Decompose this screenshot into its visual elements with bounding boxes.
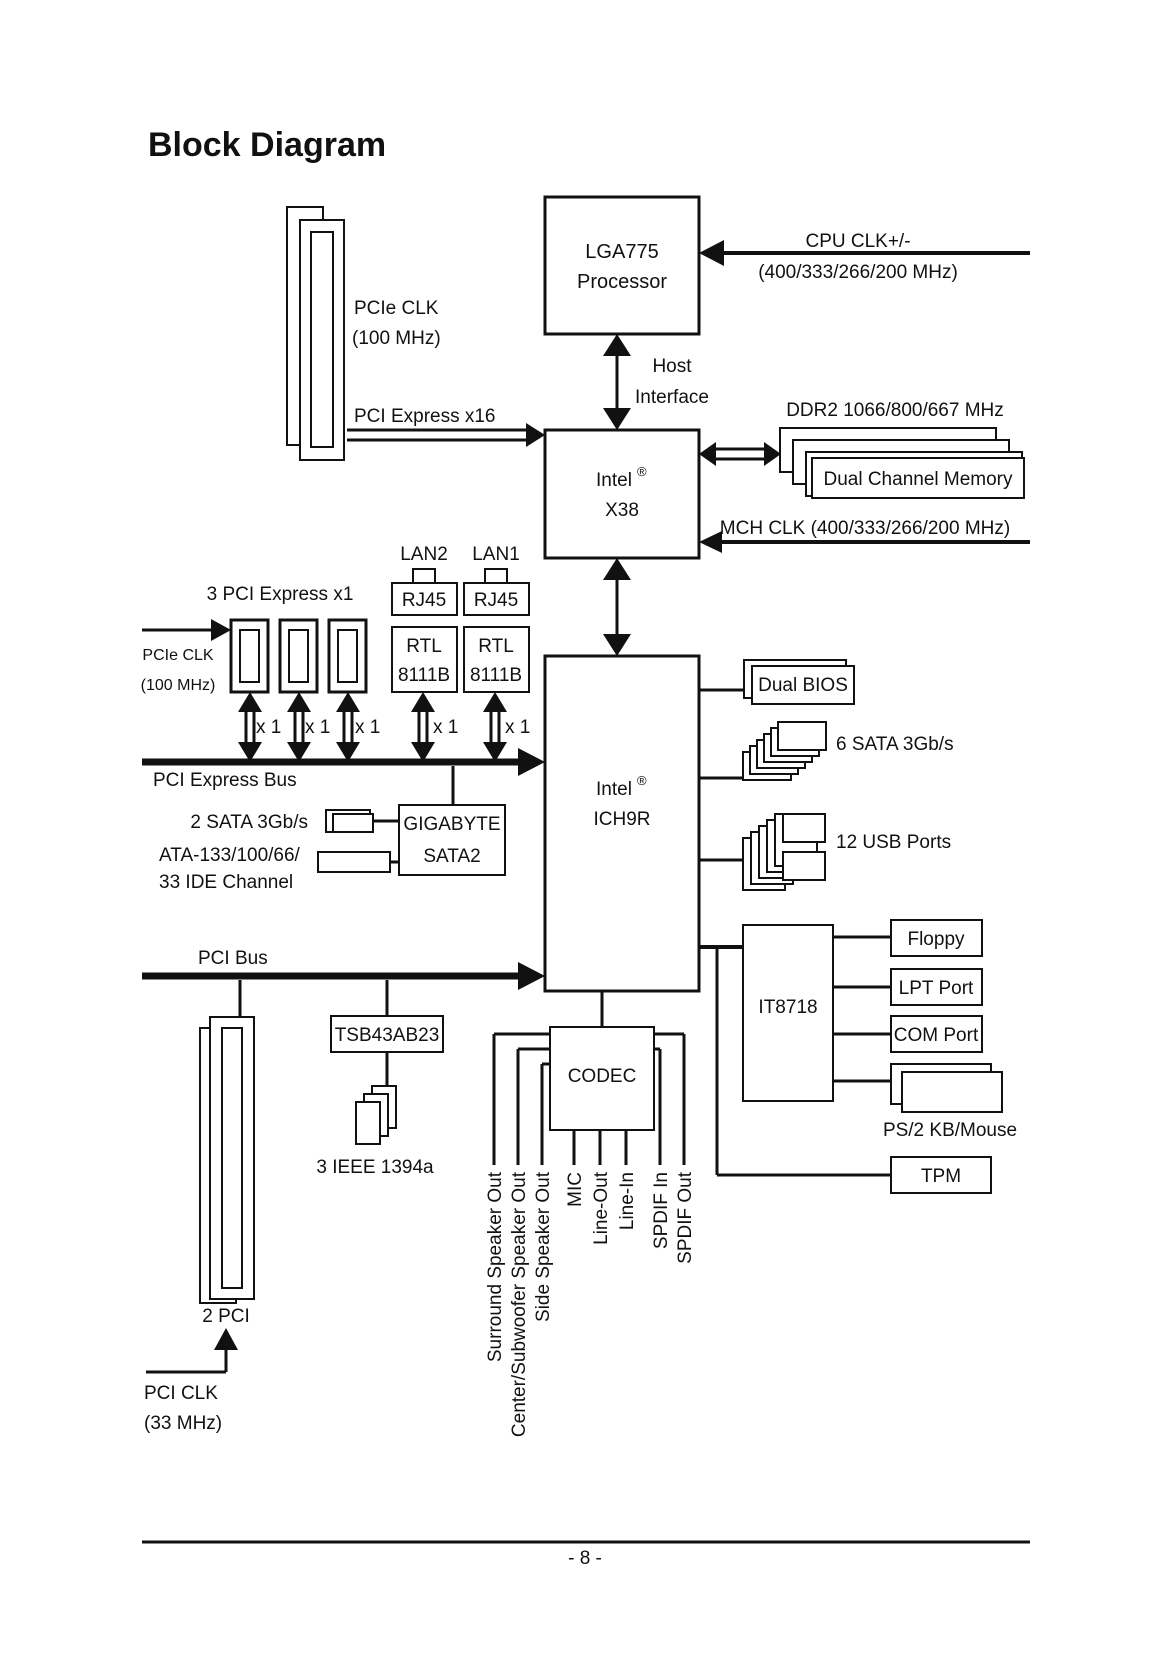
com-label: COM Port <box>894 1025 979 1046</box>
lpt-label: LPT Port <box>899 978 974 999</box>
cpu-block: LGA775 Processor <box>543 195 701 336</box>
northbridge-x38: Intel ® X38 <box>543 428 701 560</box>
memory-block: DDR2 1066/800/667 MHz Dual Channel Memor… <box>699 400 1025 499</box>
lan2-rtl-line2: 8111B <box>398 665 450 686</box>
lan2-label: LAN2 <box>400 544 448 565</box>
northbridge-label-line1: Intel <box>596 470 632 491</box>
pcie-x16-label: PCI Express x16 <box>354 406 496 427</box>
lan2-rtl-line1: RTL <box>406 636 442 657</box>
ide-label-line1: ATA-133/100/66/ <box>159 845 301 866</box>
page-footer: - 8 - <box>142 1540 1030 1569</box>
ieee1394-label: 3 IEEE 1394a <box>316 1157 434 1178</box>
usb-ports-label: 12 USB Ports <box>836 832 951 853</box>
lan1-label: LAN1 <box>472 544 520 565</box>
superio-label: IT8718 <box>758 997 817 1018</box>
gigabyte-label-line1: GIGABYTE <box>403 814 500 835</box>
ieee1394-block: TSB43AB23 3 IEEE 1394a <box>316 980 444 1178</box>
codec-output-line-out: Line-Out <box>591 1171 612 1245</box>
host-interface-line2: Interface <box>635 387 709 408</box>
pcie-x16-slot: PCIe CLK (100 MHz) PCI Express x16 <box>286 206 545 461</box>
sata-ports-label: 6 SATA 3Gb/s <box>836 734 954 755</box>
codec-label: CODEC <box>568 1066 637 1087</box>
pcie-x16-clk-freq: (100 MHz) <box>352 328 441 349</box>
pcie-x1-lane-3: x 1 <box>355 717 380 738</box>
memory-speed: DDR2 1066/800/667 MHz <box>786 400 1004 421</box>
pcie-x1-lane-2: x 1 <box>305 717 330 738</box>
lan1-rtl-line2: 8111B <box>470 665 522 686</box>
southbridge-ich9r: Intel ® ICH9R <box>543 654 701 993</box>
pcie-x1-lane-arrows <box>238 692 360 762</box>
lan1-lane: x 1 <box>505 717 530 738</box>
pci-slots: 2 PCI PCI CLK (33 MHz) <box>144 980 255 1434</box>
nb-sb-link <box>603 558 631 656</box>
southbridge-label-line1: Intel <box>596 779 632 800</box>
cpu-clk-freq: (400/333/266/200 MHz) <box>758 262 958 283</box>
lan-block: LAN2 LAN1 RJ45 RJ45 RTL 8111B RTL 8111B … <box>391 544 530 762</box>
mch-clk-label: MCH CLK (400/333/266/200 MHz) <box>720 518 1010 539</box>
southbridge-label-line2: ICH9R <box>593 809 650 830</box>
cpu-label-line2: Processor <box>577 271 667 293</box>
northbridge-reg-mark: ® <box>637 464 647 479</box>
pcie-bus: PCI Express Bus <box>142 748 545 791</box>
lan2-rj45: RJ45 <box>402 590 446 611</box>
tpm-label: TPM <box>921 1166 961 1187</box>
pci-bus-label: PCI Bus <box>198 948 268 969</box>
pcie-x1-slots: 3 PCI Express x1 PCIe CLK (100 MHz) x 1 … <box>141 584 380 762</box>
cpu-clk-label: CPU CLK+/- <box>805 231 910 252</box>
pcie-x1-lane-1: x 1 <box>256 717 281 738</box>
pci-clk-label: PCI CLK <box>144 1383 218 1404</box>
host-interface-link: Host Interface <box>603 334 709 430</box>
ide-label-line2: 33 IDE Channel <box>159 872 293 893</box>
codec-block: CODEC Surround Speaker Out Center/Subwoo… <box>485 991 696 1437</box>
lan1-rtl-line1: RTL <box>478 636 514 657</box>
pci-slots-label: 2 PCI <box>202 1306 250 1327</box>
superio-it8718: IT8718 Floppy LPT Port COM Port PS/2 KB/… <box>699 919 1017 1141</box>
page-title: Block Diagram <box>148 126 386 164</box>
tpm-block: TPM <box>715 947 992 1194</box>
cpu-clk-input: CPU CLK+/- (400/333/266/200 MHz) <box>699 231 1030 283</box>
pci-bus: PCI Bus <box>142 948 545 990</box>
pcie-x1-clk-freq: (100 MHz) <box>141 677 216 694</box>
northbridge-label-line2: X38 <box>605 500 639 521</box>
dual-bios-label: Dual BIOS <box>758 675 848 696</box>
gigabyte-sata2: GIGABYTE SATA2 2 SATA 3Gb/s ATA-133/100/… <box>159 766 506 893</box>
ieee1394-chip-label: TSB43AB23 <box>335 1025 440 1046</box>
floppy-label: Floppy <box>907 929 965 950</box>
host-interface-line1: Host <box>652 356 692 377</box>
codec-output-center-sub: Center/Subwoofer Speaker Out <box>509 1171 530 1437</box>
lan2-lane: x 1 <box>433 717 458 738</box>
pcie-x1-clk-label: PCIe CLK <box>142 647 213 664</box>
memory-label: Dual Channel Memory <box>823 469 1013 490</box>
page-number: - 8 - <box>568 1548 602 1569</box>
codec-output-surround: Surround Speaker Out <box>485 1171 506 1362</box>
codec-output-line-in: Line-In <box>617 1172 638 1230</box>
codec-output-spdif-in: SPDIF In <box>651 1172 672 1249</box>
codec-output-mic: MIC <box>565 1172 586 1207</box>
pcie-bus-label: PCI Express Bus <box>153 770 297 791</box>
pci-clk-freq: (33 MHz) <box>144 1413 222 1434</box>
sata-ports-stack: 6 SATA 3Gb/s <box>699 721 954 781</box>
codec-output-spdif-out: SPDIF Out <box>675 1171 696 1264</box>
gigabyte-label-line2: SATA2 <box>423 846 480 867</box>
southbridge-reg-mark: ® <box>637 773 647 788</box>
mch-clk-input: MCH CLK (400/333/266/200 MHz) <box>699 518 1030 553</box>
pcie-x1-label: 3 PCI Express x1 <box>207 584 354 605</box>
cpu-label-line1: LGA775 <box>585 241 658 263</box>
lan1-rj45: RJ45 <box>474 590 518 611</box>
pcie-x16-clk-label: PCIe CLK <box>354 298 439 319</box>
codec-output-side: Side Speaker Out <box>533 1171 554 1322</box>
dual-bios: Dual BIOS <box>699 659 855 705</box>
usb-ports-stack: 12 USB Ports <box>699 813 951 891</box>
ps2-label: PS/2 KB/Mouse <box>883 1120 1017 1141</box>
gigabyte-sata-label: 2 SATA 3Gb/s <box>190 812 308 833</box>
